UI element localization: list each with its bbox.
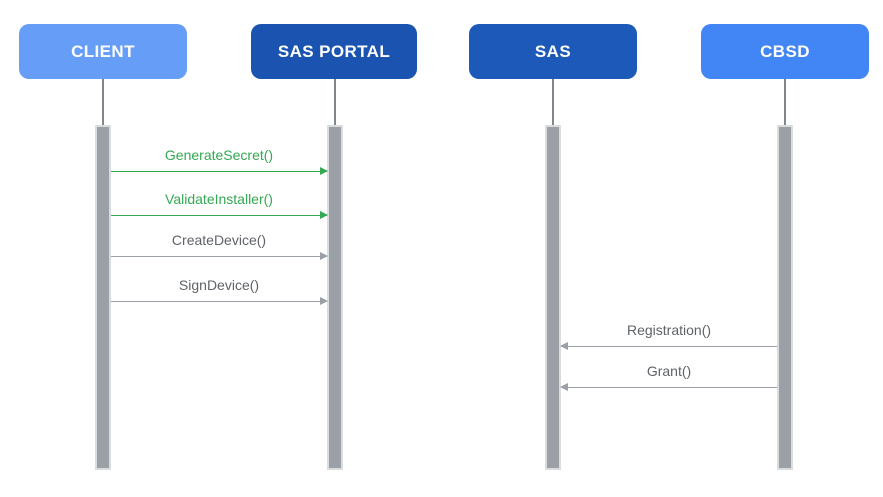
- message-generate-secret: GenerateSecret(): [111, 146, 328, 175]
- message-line: [111, 300, 327, 302]
- actor-box-client: CLIENT: [19, 24, 187, 79]
- actor-box-cbsd: CBSD: [701, 24, 869, 79]
- activation-bar-sas: [545, 125, 561, 470]
- activation-bar-sas-portal: [327, 125, 343, 470]
- actor-box-sas-portal: SAS PORTAL: [251, 24, 417, 79]
- message-label: GenerateSecret(): [164, 147, 274, 163]
- message-sign-device: SignDevice(): [111, 276, 328, 305]
- arrow-left-icon: [560, 342, 568, 350]
- message-line: [111, 255, 327, 257]
- message-label: ValidateInstaller(): [165, 191, 273, 207]
- message-label: CreateDevice(): [171, 232, 267, 248]
- arrow-right-icon: [320, 211, 328, 219]
- actor-label-sas: SAS: [534, 41, 572, 61]
- message-registration: Registration(): [560, 321, 777, 350]
- message-label: Grant(): [646, 363, 692, 379]
- lifeline-sas-portal: [334, 79, 336, 126]
- message-line: [111, 214, 327, 216]
- activation-bar-client: [95, 125, 111, 470]
- message-label: SignDevice(): [178, 277, 260, 293]
- message-line: [111, 170, 327, 172]
- message-grant: Grant(): [560, 362, 777, 391]
- message-line: [561, 386, 777, 388]
- actor-label-client: CLIENT: [71, 41, 135, 61]
- arrow-right-icon: [320, 252, 328, 260]
- arrow-right-icon: [320, 297, 328, 305]
- message-line: [561, 345, 777, 347]
- message-label: Registration(): [626, 322, 712, 338]
- arrow-left-icon: [560, 383, 568, 391]
- lifeline-client: [102, 79, 104, 126]
- actor-box-sas: SAS: [469, 24, 637, 79]
- activation-bar-cbsd: [777, 125, 793, 470]
- lifeline-cbsd: [784, 79, 786, 126]
- message-validate-installer: ValidateInstaller(): [111, 190, 328, 219]
- actor-label-sas-portal: SAS PORTAL: [277, 41, 391, 61]
- lifeline-sas: [552, 79, 554, 126]
- arrow-right-icon: [320, 167, 328, 175]
- message-create-device: CreateDevice(): [111, 231, 328, 260]
- actor-label-cbsd: CBSD: [760, 41, 810, 61]
